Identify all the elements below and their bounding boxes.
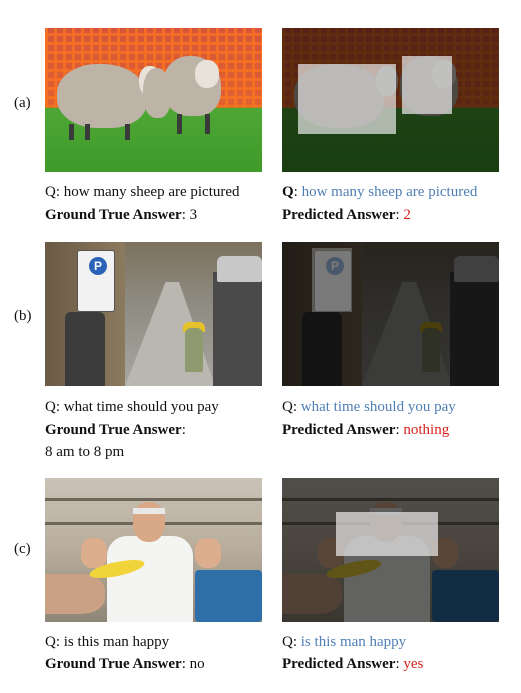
ground-truth-c: Ground True Answer: no [45,656,205,672]
question-highlighted-a: Q: how many sheep are pictured [282,184,478,200]
row-label-b: (b) [14,308,32,324]
row-label-a: (a) [14,95,31,111]
question-highlighted-b: Q: what time should you pay [282,399,456,415]
question-b: Q: what time should you pay [45,399,219,415]
ground-truth-a: Ground True Answer: 3 [45,207,198,223]
predicted-answer-b: Predicted Answer: nothing [282,422,450,438]
question-highlighted-c: Q: is this man happy [282,634,407,650]
row-label-c: (c) [14,541,31,557]
attention-image-b: P [282,242,499,386]
original-image-b: P [45,242,262,386]
attention-image-a [282,28,499,172]
predicted-answer-c: Predicted Answer: yes [282,656,424,672]
attention-image-c [282,478,499,622]
attention-region [298,64,396,134]
attention-region [312,248,352,312]
original-image-a [45,28,262,172]
ground-truth-b: Ground True Answer: [45,422,186,438]
predicted-answer-a: Predicted Answer: 2 [282,207,411,223]
attention-region [402,56,452,114]
attention-region [336,512,438,556]
question-a: Q: how many sheep are pictured [45,184,240,200]
ground-truth-answer-b: 8 am to 8 pm [45,444,125,460]
original-image-c [45,478,262,622]
question-c: Q: is this man happy [45,634,170,650]
